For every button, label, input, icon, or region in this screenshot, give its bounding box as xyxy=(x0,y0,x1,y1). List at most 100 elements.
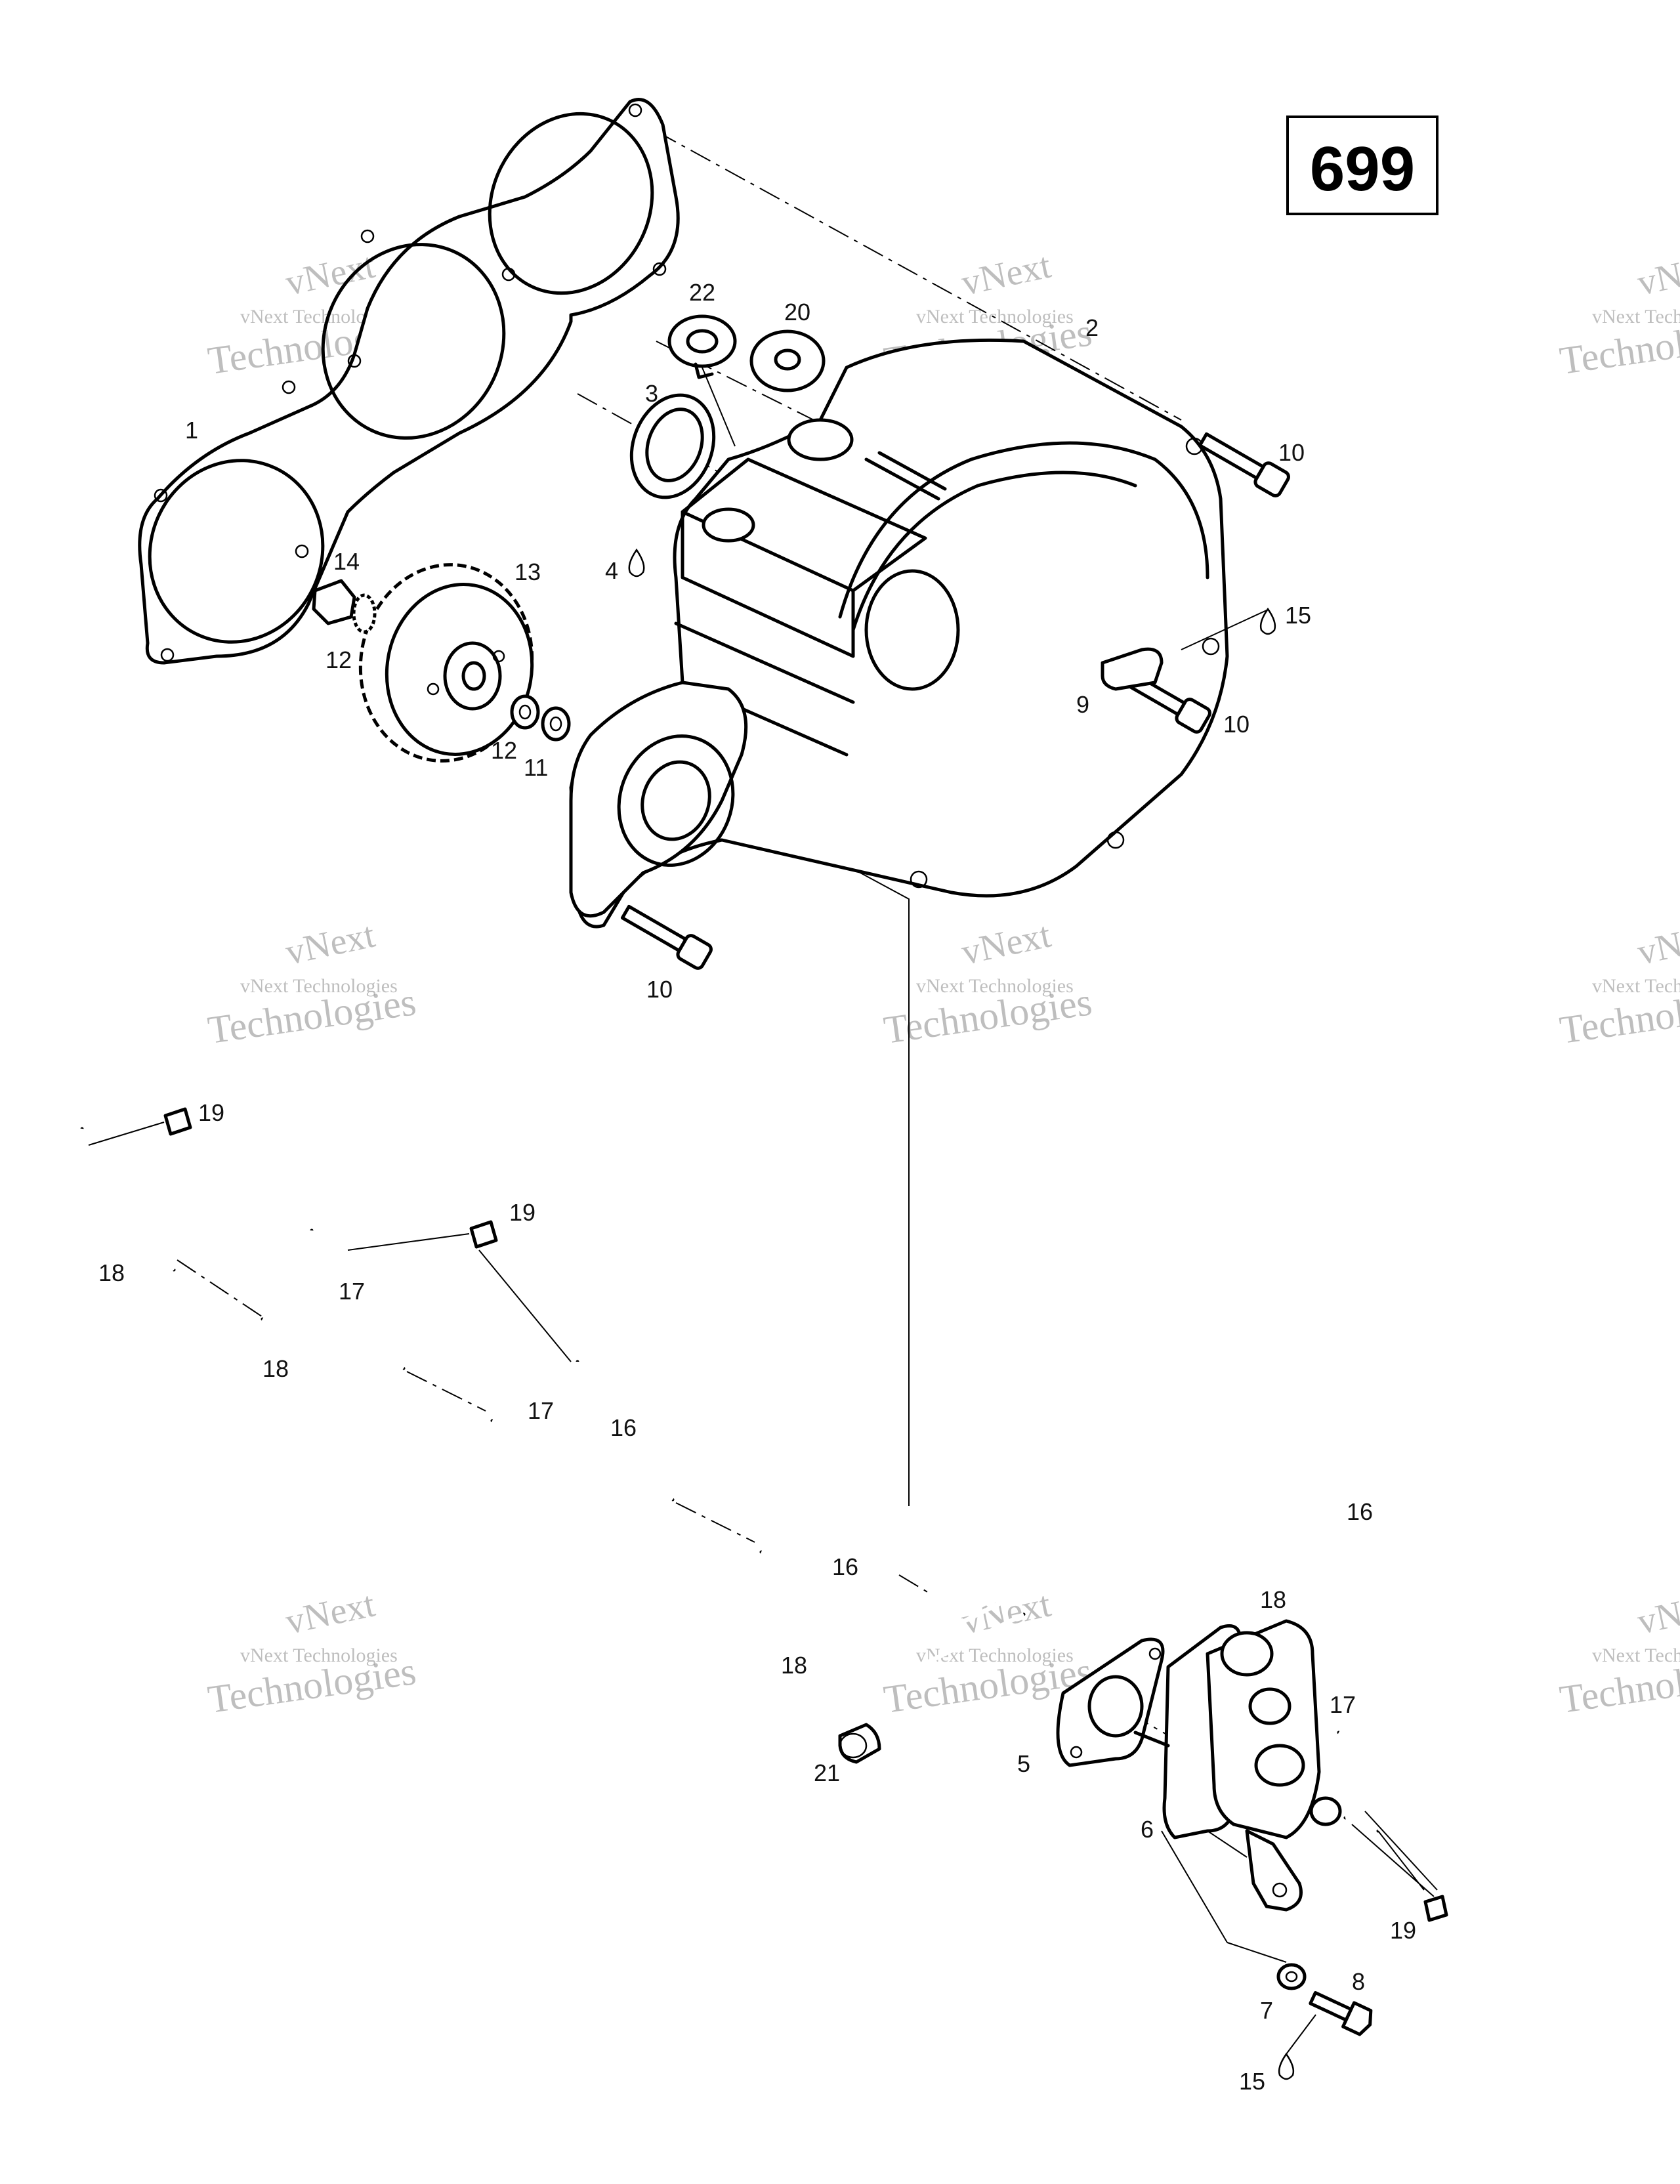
seal-inner xyxy=(645,408,704,482)
gasket-bolt-hole xyxy=(295,544,309,558)
washer-part-7 xyxy=(1276,1963,1307,1990)
watermark: vNext vNext Technologies Technologies xyxy=(205,1584,419,1721)
watermark-line1: vNext xyxy=(1634,915,1680,973)
gasket-bolt-hole xyxy=(160,648,175,662)
callout-18-b: 18 xyxy=(262,1355,289,1382)
washer-ring xyxy=(541,706,571,742)
callout-22: 22 xyxy=(689,279,715,306)
gear-hub xyxy=(443,641,502,711)
hose-part-17-short xyxy=(309,1228,406,1370)
guide-line xyxy=(656,131,1182,421)
hose-part-16-long xyxy=(759,1490,1433,1834)
pump-shaft xyxy=(1133,1731,1170,1748)
guide-line xyxy=(177,1259,276,1326)
callout-21: 21 xyxy=(814,1759,840,1786)
hose-core xyxy=(261,1316,1025,1670)
washer-ring xyxy=(510,694,540,730)
housing-flange xyxy=(838,441,1209,619)
hose-core xyxy=(760,1490,1433,1834)
hose-part-16-short xyxy=(575,1360,675,1502)
hose xyxy=(79,1127,176,1272)
guide-line xyxy=(787,833,910,1506)
watermark-line1: vNext xyxy=(282,1584,379,1643)
callout-10-bottom: 10 xyxy=(646,976,673,1003)
washer-bore xyxy=(1285,1971,1298,1983)
housing-bolt-boss xyxy=(1202,637,1220,656)
washer-ring xyxy=(352,593,377,634)
clip-part-9 xyxy=(1101,647,1164,691)
gasket-bore-lower xyxy=(148,459,325,644)
watermark-line2: vNext Technologies xyxy=(1592,975,1680,997)
callout-19-c: 19 xyxy=(1390,1917,1416,1944)
washer-part-12-upper xyxy=(352,593,377,634)
leader-line xyxy=(1161,1830,1287,1963)
guide-line xyxy=(406,1371,486,1412)
watermark: vNext vNext Technologies Technologies xyxy=(1557,915,1680,1052)
clip-body xyxy=(1101,647,1164,691)
plug-body xyxy=(749,329,826,392)
bolt-part-8 xyxy=(1309,1990,1373,2036)
callout-15-bottom: 15 xyxy=(1239,2068,1265,2095)
housing-port-top xyxy=(787,418,854,461)
leader-line xyxy=(347,1233,572,1362)
watermark-line1: vNext xyxy=(282,915,379,973)
watermark-line2: vNext Technologies xyxy=(240,975,398,997)
pump-boss xyxy=(1254,1744,1305,1787)
gasket-bolt-hole xyxy=(652,262,667,276)
gasket-bore-upper xyxy=(488,112,654,295)
callout-1: 1 xyxy=(185,417,198,444)
leader-line xyxy=(1351,1811,1438,1897)
bolt-part-10 xyxy=(1198,432,1290,497)
plug-stem xyxy=(694,362,714,379)
callout-19-a: 19 xyxy=(198,1099,224,1126)
watermark-line2: vNext Technologies xyxy=(916,975,1074,997)
callout-17-c: 17 xyxy=(1330,1691,1356,1718)
callout-15-top: 15 xyxy=(1285,602,1311,629)
oil-pump-part-6 xyxy=(1133,1619,1342,1912)
clamp-part-19 xyxy=(163,1107,192,1136)
hose xyxy=(759,1491,1433,1833)
bolt-head xyxy=(1253,461,1290,497)
bolt-head xyxy=(676,934,713,970)
callout-16-b: 16 xyxy=(832,1553,858,1580)
bolt-shank xyxy=(620,904,688,953)
callout-4: 4 xyxy=(605,557,618,584)
hose-part-17-long xyxy=(490,1418,1414,1814)
callout-18-d: 18 xyxy=(781,1652,807,1679)
bolt-head xyxy=(1341,2001,1373,2036)
gasket-bolt-hole xyxy=(628,103,642,117)
callout-6: 6 xyxy=(1141,1816,1154,1843)
nut-part-14 xyxy=(312,579,356,625)
gasket-bore xyxy=(1087,1675,1144,1738)
callout-8: 8 xyxy=(1352,1968,1365,1995)
hose-core xyxy=(79,1128,176,1272)
gasket-bolt-hole xyxy=(282,380,296,394)
gasket-bolt-hole xyxy=(347,354,362,368)
callout-16-c: 16 xyxy=(1347,1498,1373,1525)
callout-12-lower: 12 xyxy=(491,737,517,764)
hose-part-18-long xyxy=(261,1316,1026,1670)
plug-part-20 xyxy=(749,329,826,392)
hose-part-18-short xyxy=(79,1127,176,1272)
callout-13: 13 xyxy=(514,558,541,585)
callout-18-c: 18 xyxy=(1260,1586,1286,1613)
callout-12-upper: 12 xyxy=(326,646,352,673)
drop-icon xyxy=(1259,607,1276,635)
callout-20: 20 xyxy=(784,299,810,326)
pump-lever-hole xyxy=(1272,1882,1288,1898)
housing-inner-bore xyxy=(864,569,960,691)
plug-part-22 xyxy=(667,314,737,379)
watermark: vNext vNext Technologies Technologies xyxy=(881,915,1095,1052)
watermark-line1: vNext xyxy=(1634,1584,1680,1643)
flange-bore xyxy=(640,760,711,841)
hose-core xyxy=(309,1230,406,1370)
gasket-bolt-hole xyxy=(1070,1746,1083,1759)
gear-bore xyxy=(461,661,486,691)
washer-bore xyxy=(549,716,562,732)
bolt-shank xyxy=(1309,1990,1353,2022)
watermark-line2: vNext Technologies xyxy=(916,306,1074,327)
hose-core xyxy=(575,1361,675,1502)
diagram-number: 699 xyxy=(1310,134,1415,204)
sleeve-part-21 xyxy=(838,1723,881,1764)
